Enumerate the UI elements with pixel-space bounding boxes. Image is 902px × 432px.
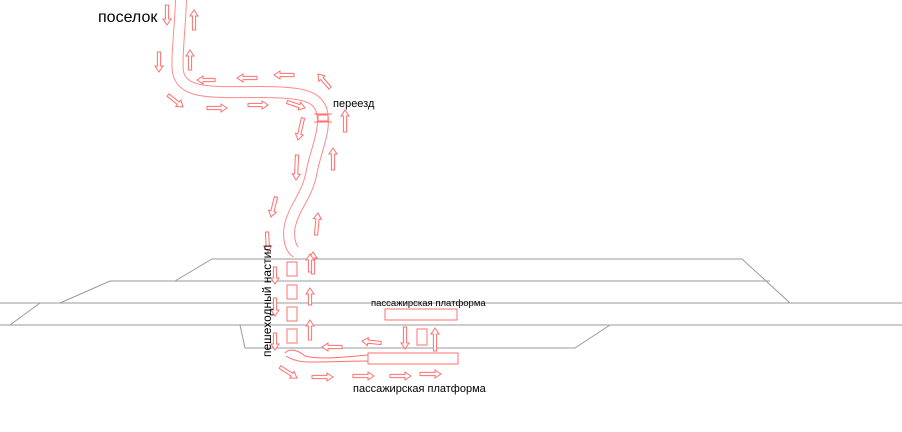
- direction-arrow-icon: [312, 212, 323, 236]
- road: [171, 0, 329, 258]
- direction-arrow-icon: [206, 103, 228, 113]
- village-label: поселок: [98, 9, 158, 26]
- direction-arrow-icon: [430, 327, 440, 352]
- direction-arrow-icon: [291, 154, 302, 181]
- direction-arrow-icon: [361, 336, 382, 347]
- direction-arrow-icon: [352, 371, 375, 381]
- direction-arrows: [154, 4, 442, 382]
- lower-platform-outline: [239, 324, 611, 349]
- direction-arrow-icon: [236, 73, 258, 83]
- lower-platform-label: пассажирская платформа: [353, 383, 487, 395]
- crossing-label: переезд: [333, 98, 375, 110]
- direction-arrow-icon: [278, 365, 298, 379]
- platform-connector: [416, 328, 428, 346]
- walkway-label: пешеходный настил: [260, 245, 274, 357]
- direction-arrow-icon: [328, 147, 338, 171]
- upper-platform-label: пассажирская платформа: [371, 298, 486, 309]
- direction-arrow-icon: [305, 287, 315, 306]
- level-crossing: [314, 113, 332, 123]
- direction-arrow-icon: [162, 4, 172, 26]
- direction-arrow-icon: [305, 253, 315, 273]
- direction-arrow-icon: [305, 319, 315, 341]
- direction-arrow-icon: [247, 100, 269, 110]
- direction-arrow-icon: [311, 372, 334, 382]
- platform-path: [284, 349, 369, 359]
- direction-arrow-icon: [270, 332, 280, 351]
- walkway-segment: [286, 284, 298, 300]
- direction-arrow-icon: [340, 109, 350, 133]
- direction-arrow-icon: [154, 51, 164, 73]
- direction-arrow-icon: [262, 231, 273, 253]
- direction-arrow-icon: [270, 266, 280, 285]
- direction-arrow-icon: [270, 297, 280, 317]
- direction-arrow-icon: [185, 49, 195, 71]
- direction-arrow-icon: [317, 73, 332, 90]
- walkway-segment: [286, 261, 298, 277]
- walkway-segment: [286, 306, 298, 322]
- direction-arrow-icon: [267, 195, 279, 218]
- direction-arrow-icon: [400, 326, 410, 350]
- direction-arrow-icon: [419, 369, 442, 379]
- direction-arrow-icon: [166, 93, 184, 108]
- upper-platform: [384, 308, 458, 321]
- track-line: [9, 302, 41, 326]
- direction-arrow-icon: [294, 116, 306, 141]
- lower-platform: [367, 352, 459, 365]
- track-line: [59, 280, 111, 304]
- direction-arrow-icon: [189, 9, 199, 31]
- direction-arrow-icon: [273, 70, 295, 80]
- platform-path: [285, 355, 369, 363]
- direction-arrow-icon: [196, 75, 216, 85]
- direction-arrow-icon: [321, 342, 343, 352]
- walkway-segment: [286, 328, 298, 344]
- direction-arrow-icon: [285, 99, 306, 111]
- pedestrian-walkway: [286, 261, 298, 344]
- direction-arrow-icon: [389, 371, 412, 381]
